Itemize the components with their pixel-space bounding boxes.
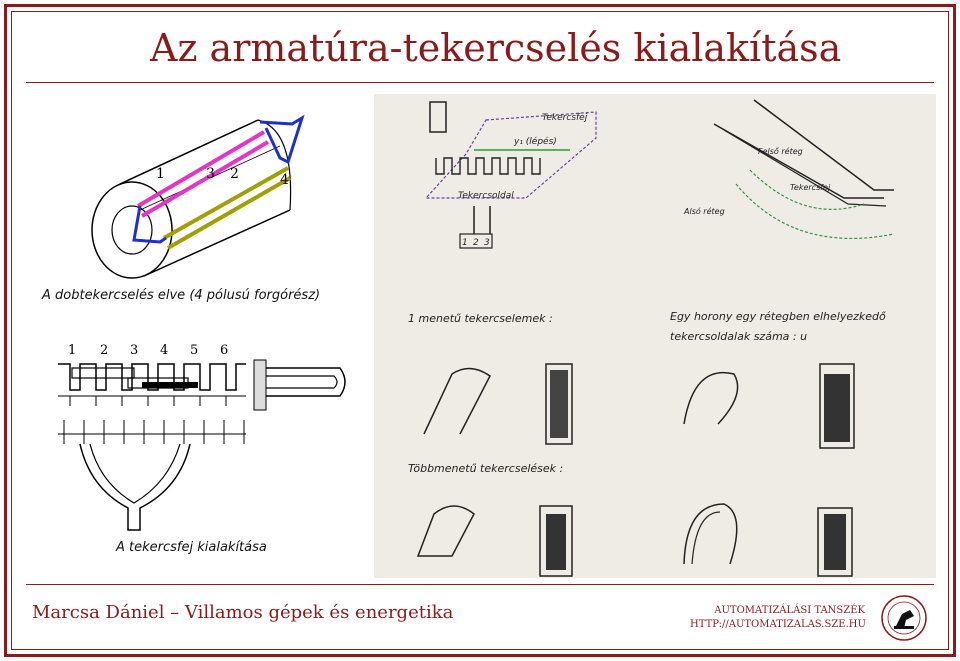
slide-title: Az armatúra-tekercselés kialakítása <box>150 26 842 70</box>
drum-winding-caption: A dobtekercselés elve (4 pólusú forgórés… <box>42 288 321 303</box>
end-winding-figure: 1 2 3 4 5 6 <box>50 338 360 543</box>
inner-frame <box>11 11 949 650</box>
department-logo-icon <box>880 594 928 642</box>
label-felso-reteg: Felső réteg <box>758 146 803 156</box>
box-digit-3: 3 <box>484 238 490 248</box>
title-divider <box>26 82 934 83</box>
footer-divider <box>26 584 934 585</box>
footer-url[interactable]: HTTP://AUTOMATIZALAS.SZE.HU <box>690 619 866 630</box>
slot-number-2: 2 <box>100 343 108 358</box>
footer-author: Marcsa Dániel – Villamos gépek és energe… <box>32 602 454 623</box>
footer-department: AUTOMATIZÁLÁSI TANSZÉK <box>714 605 865 616</box>
box-digit-2: 2 <box>473 238 479 248</box>
conductor-label-4: 4 <box>280 172 289 188</box>
slot-number-1: 1 <box>68 343 76 358</box>
slot-number-3: 3 <box>130 343 138 358</box>
label-tekercsfej: Tekercsfej <box>542 113 588 123</box>
label-lepes: y₁ (lépés) <box>513 136 557 147</box>
slot-text-line-1: Egy horony egy rétegben elhelyezkedő <box>670 310 886 323</box>
footer-department-block: AUTOMATIZÁLÁSI TANSZÉK HTTP://AUTOMATIZA… <box>690 604 866 632</box>
multi-turn-heading: Többmenetű tekercselések : <box>408 462 563 475</box>
outer-frame <box>4 4 956 657</box>
label-tekercsfej-2: Tekercsfej <box>790 183 831 192</box>
single-turn-heading: 1 menetű tekercselemek : <box>408 312 553 325</box>
slot-number-6: 6 <box>220 343 228 358</box>
winding-sketch-panel: 1 2 3 Tekercsfej y₁ (lépés) Tekercsoldal… <box>374 94 936 578</box>
conductor-label-1: 1 <box>156 166 165 182</box>
drum-winding-figure: 1 3 2 4 <box>80 110 360 285</box>
label-also-reteg: Alsó réteg <box>683 206 725 216</box>
conductor-label-2: 2 <box>230 166 239 182</box>
label-tekercsoldal: Tekercsoldal <box>458 191 514 201</box>
slot-number-4: 4 <box>160 343 168 358</box>
slot-number-5: 5 <box>190 343 198 358</box>
slot-text-line-2: tekercsoldalak száma : u <box>670 330 807 343</box>
end-winding-caption: A tekercsfej kialakítása <box>116 540 267 555</box>
box-digit-1: 1 <box>462 238 468 248</box>
conductor-label-3: 3 <box>206 166 215 182</box>
